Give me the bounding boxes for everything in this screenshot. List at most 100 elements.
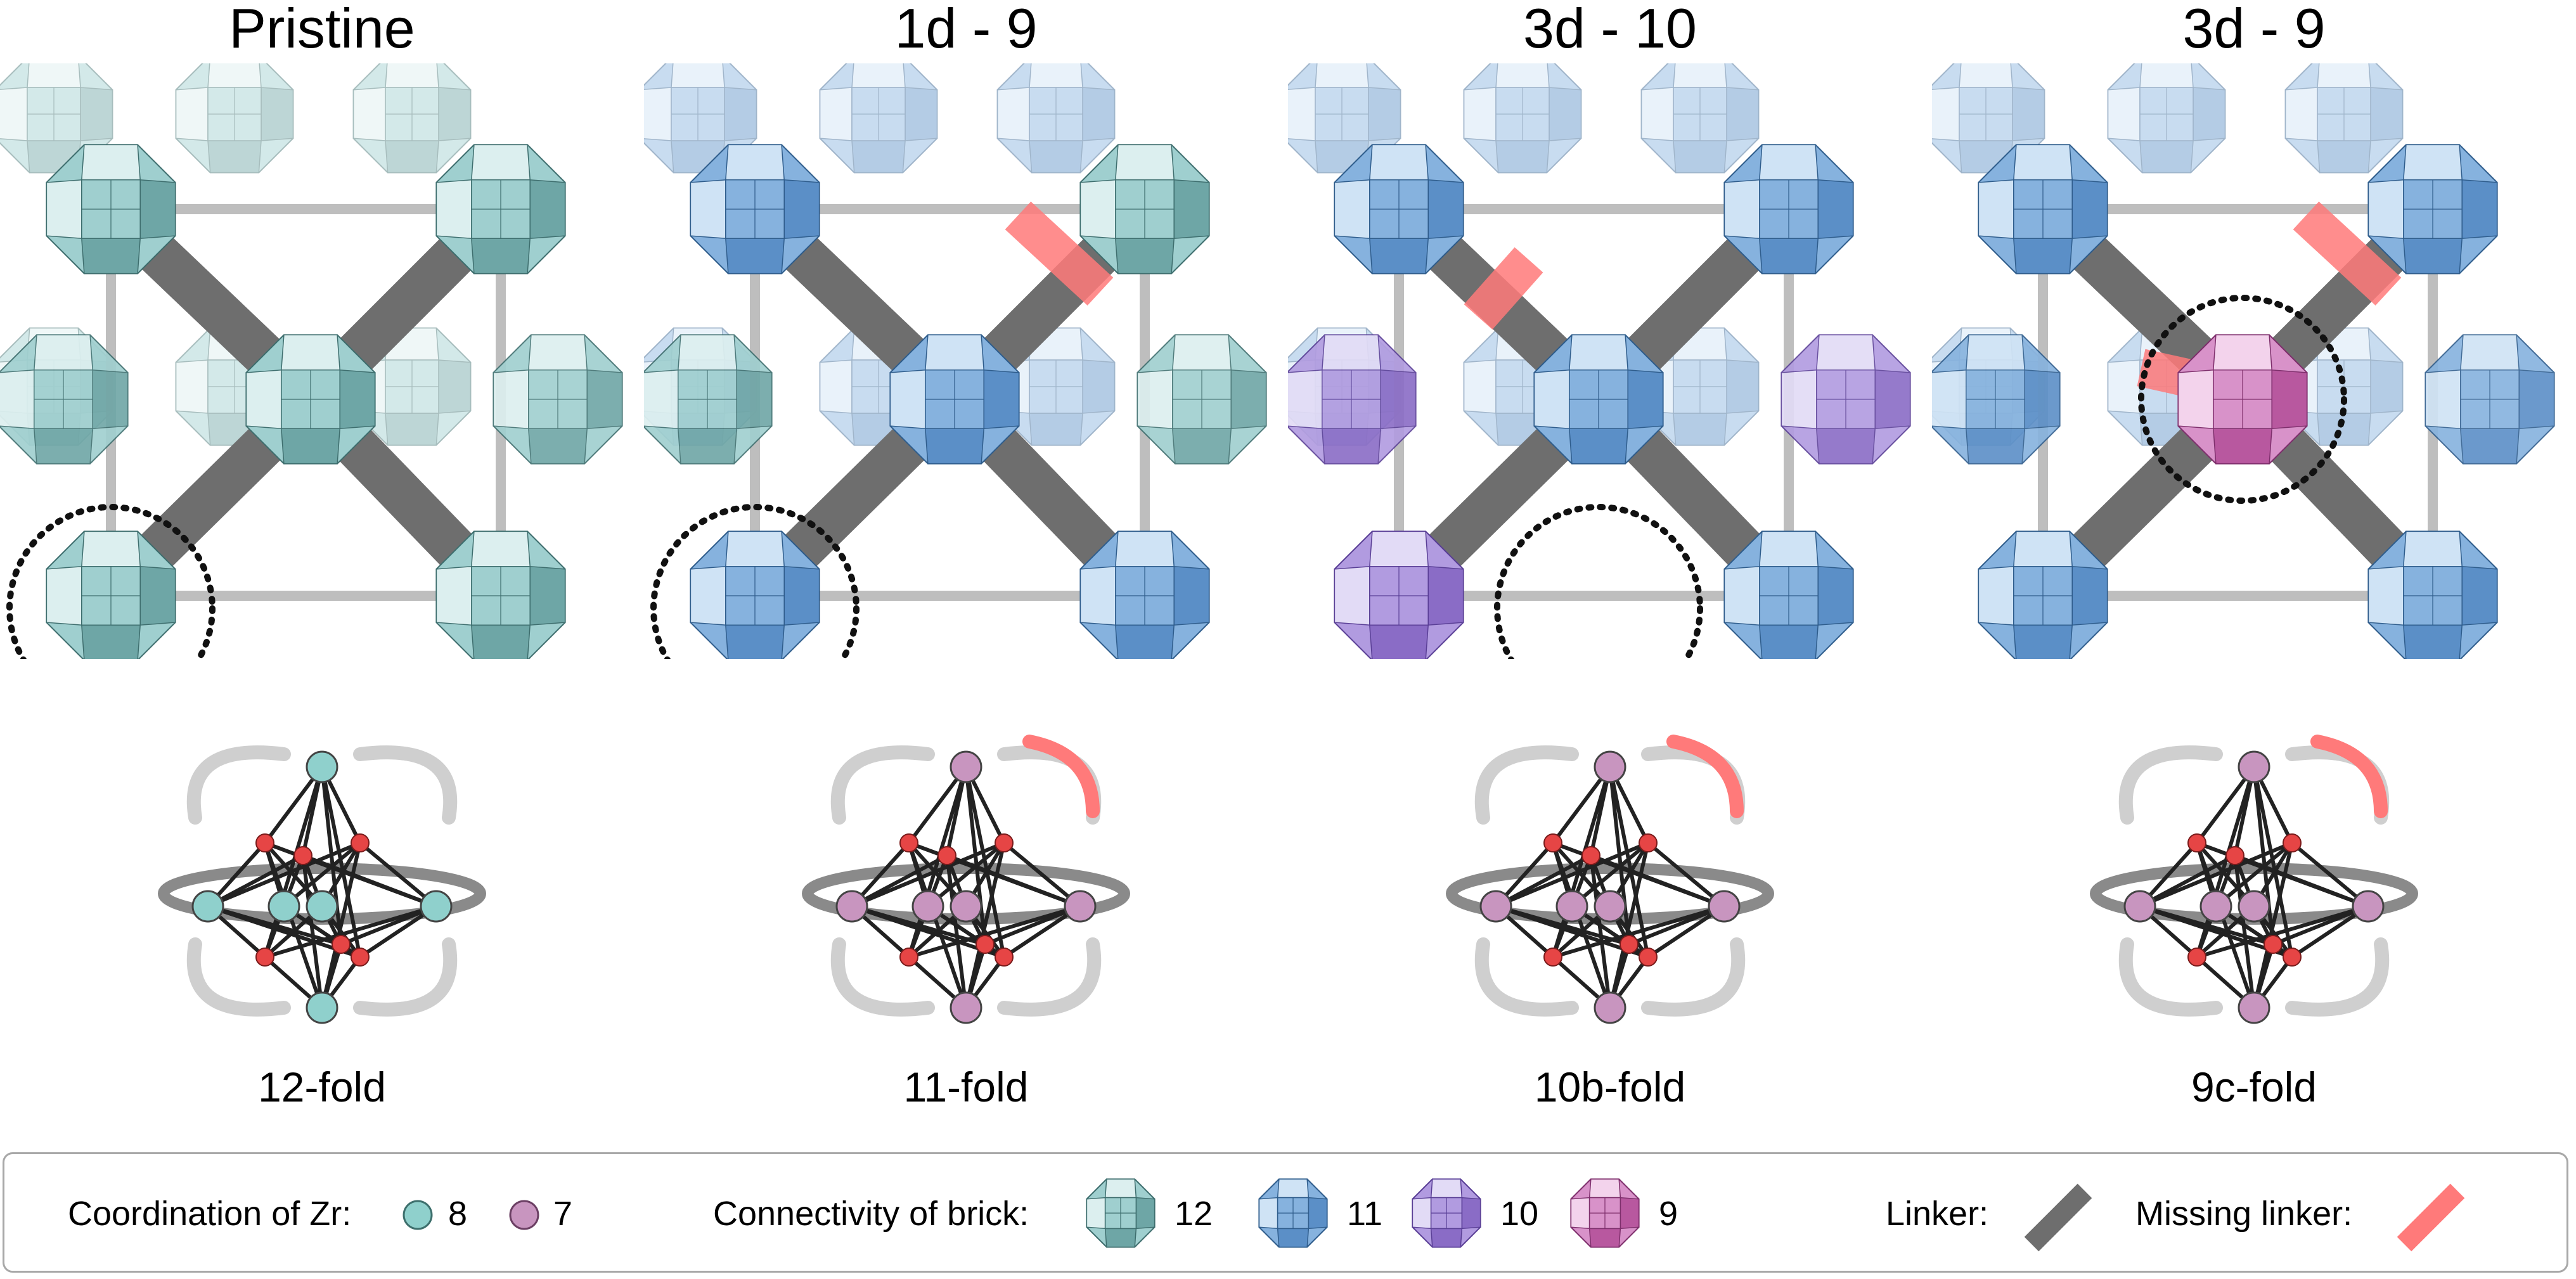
highlight-circle bbox=[650, 504, 860, 659]
front-brick bbox=[889, 334, 1020, 465]
zr-o-bond bbox=[851, 854, 948, 908]
zr-o-bond bbox=[964, 766, 1006, 958]
zr-o-bond bbox=[301, 855, 324, 1008]
missing-linker bbox=[2293, 201, 2402, 306]
zr-o-bond bbox=[2139, 904, 2274, 946]
middle-brick bbox=[493, 334, 623, 465]
zr-o-bond bbox=[2195, 842, 2256, 1008]
back-brick bbox=[996, 63, 1116, 174]
zr-atom bbox=[1594, 890, 1626, 923]
zr-atom bbox=[306, 991, 338, 1024]
back-brick bbox=[2284, 63, 2404, 174]
brick-10-label: 10 bbox=[1500, 1195, 1539, 1233]
front-brick bbox=[1723, 144, 1854, 274]
front-brick bbox=[46, 144, 176, 274]
missing-linker bbox=[1005, 201, 1114, 306]
linker-arc bbox=[997, 937, 1102, 1017]
legend-brick bbox=[1570, 1178, 1640, 1248]
lattice-illustration bbox=[0, 63, 623, 659]
oxygen-atom bbox=[1620, 935, 1639, 954]
linker-arc bbox=[830, 745, 935, 825]
zr-o-bond bbox=[945, 855, 968, 1008]
zr-atom bbox=[306, 890, 338, 923]
front-brick bbox=[1978, 144, 2108, 274]
highlight-circle bbox=[6, 504, 216, 659]
missing-linker-arc bbox=[1022, 735, 1100, 818]
linker-swatch-icon bbox=[2024, 1183, 2092, 1252]
zr-atom bbox=[420, 890, 453, 923]
middle-brick bbox=[644, 334, 773, 465]
panel-title: 3d - 9 bbox=[2182, 0, 2326, 60]
panel-title: 3d - 10 bbox=[1523, 0, 1697, 60]
linker-label: Linker: bbox=[1886, 1195, 1989, 1233]
front-brick bbox=[1334, 144, 1464, 274]
oxygen-atom bbox=[2187, 948, 2206, 967]
linker-arc bbox=[353, 745, 458, 825]
zr-cluster-illustration bbox=[158, 745, 486, 1024]
front-brick bbox=[1978, 530, 2108, 659]
zr-o-bond bbox=[1495, 854, 1592, 908]
middle-brick bbox=[2425, 334, 2555, 465]
zr-o-bond bbox=[1590, 854, 1725, 908]
zr-atom bbox=[267, 890, 300, 923]
brick-10-swatch-icon bbox=[1412, 1178, 1481, 1248]
coordination-label: Coordination of Zr: bbox=[68, 1195, 352, 1233]
zr-atom bbox=[2352, 890, 2385, 923]
front-brick bbox=[245, 334, 376, 465]
zr-cluster-illustration bbox=[1446, 735, 1774, 1024]
missing-linker-swatch-icon bbox=[2397, 1183, 2465, 1252]
front-brick bbox=[1334, 530, 1464, 659]
legend-brick bbox=[1258, 1178, 1328, 1248]
zr-atom bbox=[835, 890, 868, 923]
zr-o-bond bbox=[207, 904, 342, 946]
oxygen-atom bbox=[1639, 948, 1658, 967]
zr-atom bbox=[950, 890, 982, 923]
linker-arc bbox=[2118, 937, 2223, 1017]
back-brick bbox=[1640, 63, 1760, 174]
zr-o-bond bbox=[1003, 841, 1081, 908]
zr-o-bond bbox=[1495, 904, 1630, 946]
oxygen-atom bbox=[976, 935, 995, 954]
zr7-swatch-icon bbox=[509, 1200, 539, 1230]
zr-atom bbox=[950, 750, 982, 783]
brick-11-label: 11 bbox=[1347, 1195, 1383, 1233]
oxygen-atom bbox=[255, 948, 274, 967]
brick-12-swatch-icon bbox=[1086, 1178, 1156, 1248]
zr-o-bond bbox=[1551, 842, 1612, 1008]
zr-o-bond bbox=[263, 842, 324, 1008]
zr-o-bond bbox=[908, 904, 1081, 959]
panel-caption: 12-fold bbox=[258, 1064, 386, 1110]
front-brick bbox=[1079, 530, 1210, 659]
zr-atom bbox=[1479, 890, 1512, 923]
front-brick bbox=[2367, 144, 2498, 274]
linker-arc bbox=[830, 937, 935, 1017]
zr-o-bond bbox=[1495, 841, 1649, 908]
back-brick bbox=[2107, 63, 2226, 174]
oxygen-atom bbox=[1639, 833, 1658, 852]
zr-o-bond bbox=[2139, 854, 2236, 908]
zr-o-bond bbox=[984, 904, 1081, 946]
oxygen-atom bbox=[332, 935, 351, 954]
missing-linker bbox=[1464, 247, 1543, 330]
zr-o-bond bbox=[946, 854, 1081, 908]
back-brick bbox=[352, 63, 472, 174]
middle-brick bbox=[1781, 334, 1911, 465]
panel-title: Pristine bbox=[229, 0, 415, 60]
front-brick bbox=[690, 530, 820, 659]
missing-linker-label: Missing linker: bbox=[2135, 1195, 2353, 1233]
zr8-swatch-icon bbox=[402, 1200, 433, 1230]
brick-9-label: 9 bbox=[1659, 1195, 1678, 1233]
oxygen-atom bbox=[2283, 833, 2302, 852]
zr-atom bbox=[191, 890, 224, 923]
front-brick bbox=[2367, 530, 2498, 659]
oxygen-atom bbox=[2283, 948, 2302, 967]
zr-o-bond bbox=[2233, 855, 2256, 1008]
zr7-label: 7 bbox=[553, 1195, 573, 1233]
zr-o-bond bbox=[851, 904, 986, 946]
lattice-illustration bbox=[1288, 63, 1911, 659]
middle-brick bbox=[1137, 334, 1267, 465]
front-brick bbox=[690, 144, 820, 274]
oxygen-atom bbox=[255, 833, 274, 852]
zr-atom bbox=[2238, 991, 2270, 1024]
zr-o-bond bbox=[302, 854, 437, 908]
